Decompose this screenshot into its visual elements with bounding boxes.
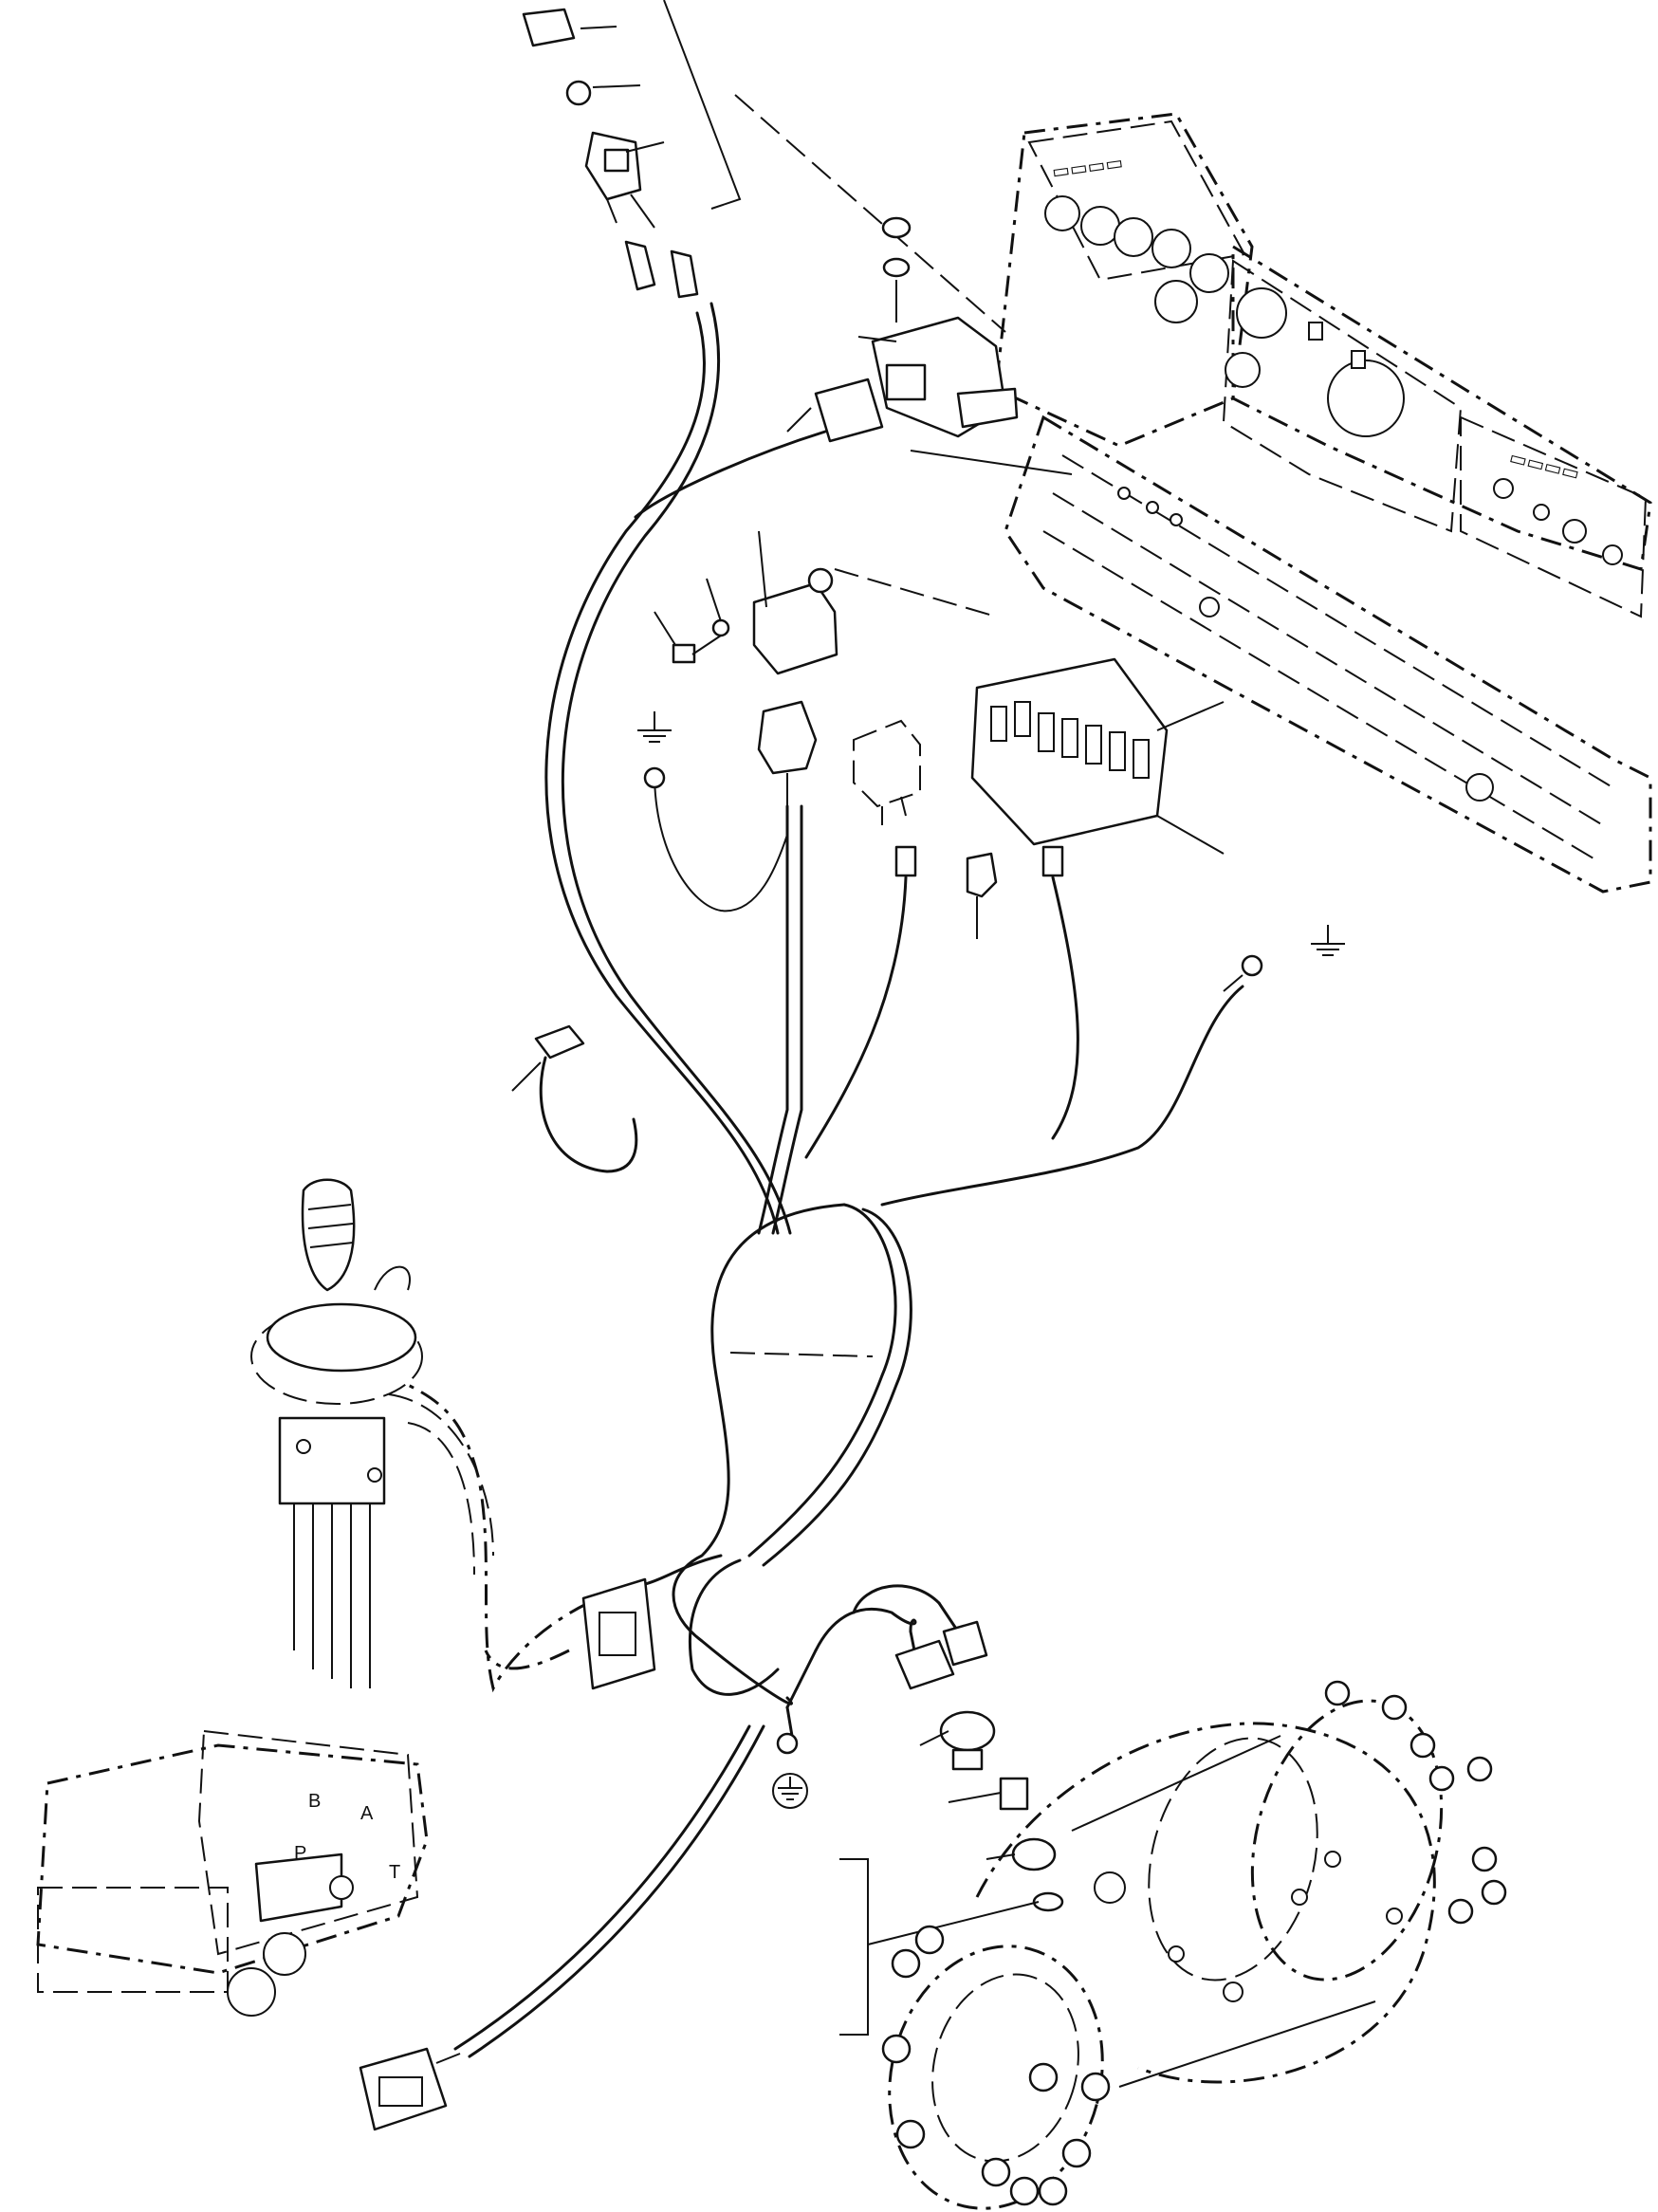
fuse-box [970,657,1225,855]
instrument-panel: ▭▭▭▭ ▭▭▭▭ [994,112,1652,894]
ground-icon [772,1773,808,1809]
axle-hub [881,1680,1507,2210]
control-valve: B A P T [36,1729,429,2017]
cable-clip [511,1024,638,1173]
ground-icon [1311,925,1345,956]
auxiliary-relay [853,719,921,825]
joystick-control [250,1178,494,1688]
spade-connectors [894,845,1064,939]
valve-connector [359,2047,461,2131]
valve-port-t-label: T [389,1862,400,1883]
flasher-relay [786,216,1073,475]
relay [654,530,997,806]
valve-port-p-label: P [294,1843,306,1864]
main-harness [407,302,1244,2058]
ring-terminals [643,766,1263,1755]
svg-text:▭▭▭▭: ▭▭▭▭ [1051,153,1125,183]
harness-connector [581,1577,656,1690]
valve-port-b-label: B [308,1791,321,1812]
valve-port-a-label: A [360,1803,374,1824]
pressure-switch [839,1620,1064,2036]
ground-icon [637,711,672,743]
rocker-switch-assembly [522,0,1006,333]
